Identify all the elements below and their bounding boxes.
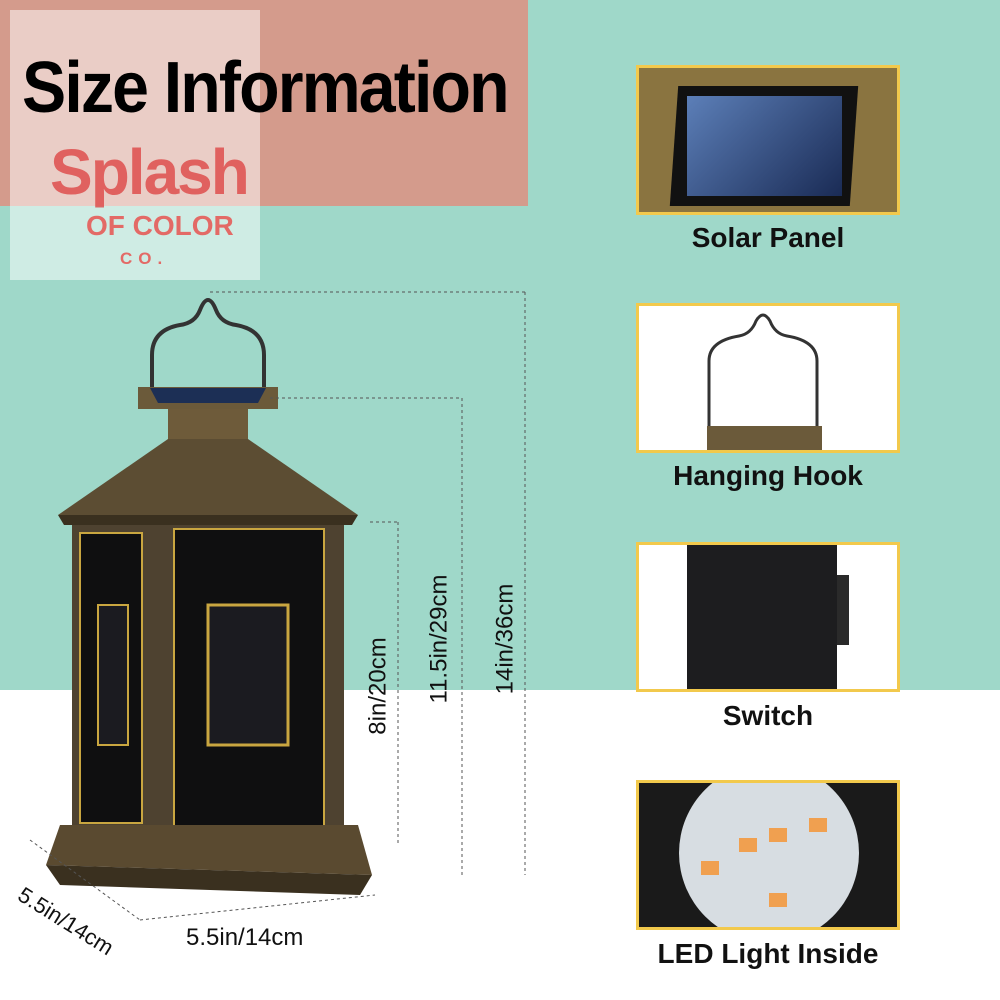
lantern-image [46, 298, 372, 895]
watermark-line1: Splash [50, 136, 250, 208]
watermark-line3: CO. [120, 249, 169, 268]
switch-image [636, 542, 900, 692]
feature-label: LED Light Inside [657, 938, 879, 969]
hanging-hook-image [636, 303, 900, 453]
body-height-label: 11.5in/29cm [425, 574, 453, 704]
watermark-logo: Splash OF COLOR CO. [10, 10, 260, 280]
watermark-line2: OF COLOR [86, 210, 234, 241]
total-height-label: 14in/36cm [491, 583, 519, 695]
solar-panel-image [636, 65, 900, 215]
led-light-image [636, 780, 900, 930]
panel-height-label: 8in/20cm [364, 637, 392, 735]
width-label: 5.5in/14cm [186, 924, 304, 951]
feature-label: Switch [722, 700, 814, 731]
page-title: Size Information [22, 48, 510, 128]
feature-label: Solar Panel [691, 222, 845, 253]
feature-label: Hanging Hook [673, 460, 863, 491]
